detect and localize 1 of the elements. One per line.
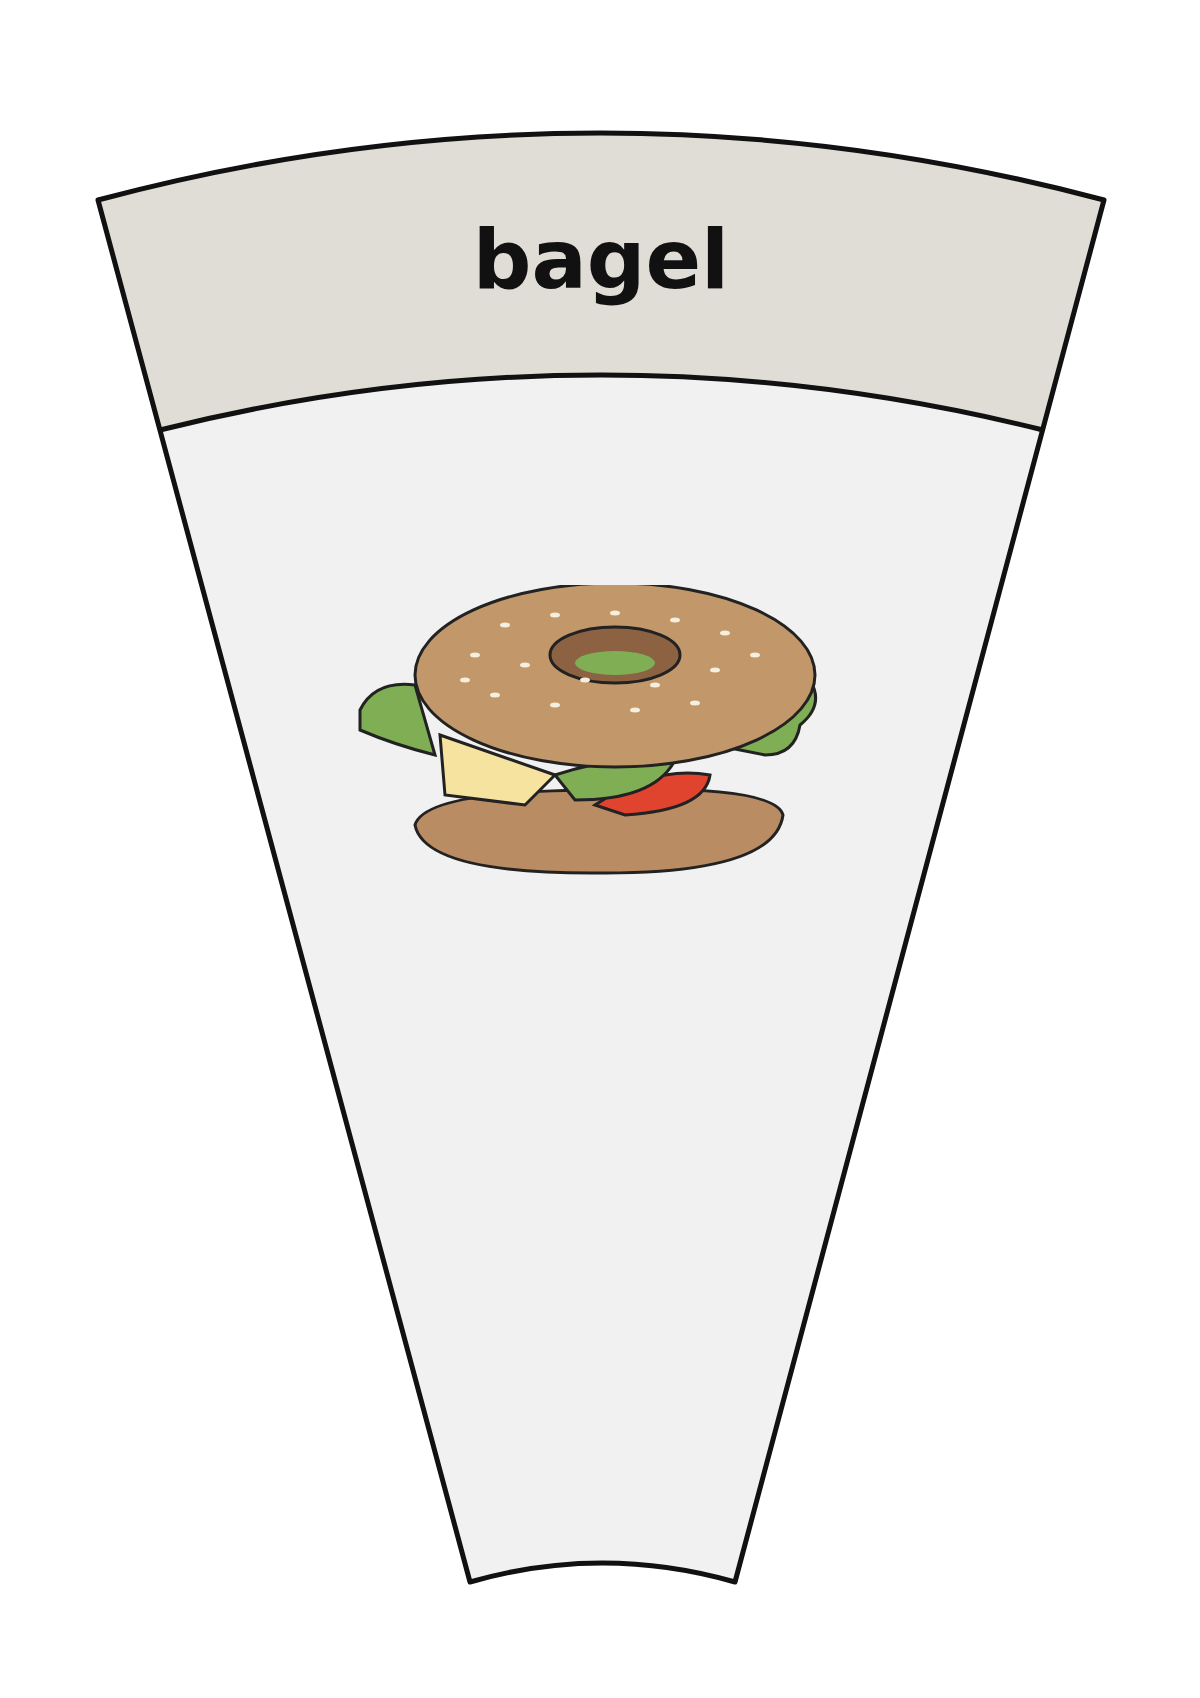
card-title: bagel <box>471 211 731 309</box>
